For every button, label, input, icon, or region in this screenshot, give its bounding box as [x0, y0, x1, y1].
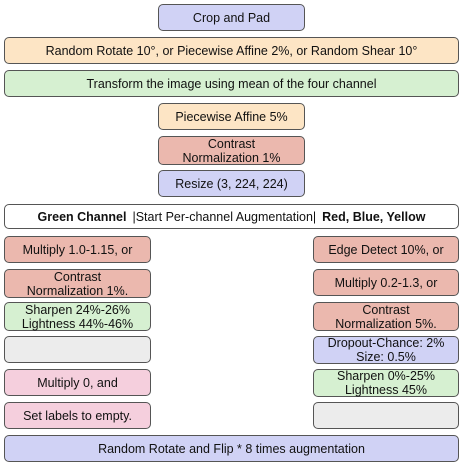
green-empty-box	[4, 336, 151, 363]
resize-box: Resize (3, 224, 224)	[158, 170, 305, 197]
rby-step-box: Dropout-Chance: 2% Size: 0.5%	[313, 336, 459, 364]
other-channels-label: Red, Blue, Yellow	[322, 209, 426, 224]
random-rotate-flip-box: Random Rotate and Flip * 8 times augment…	[4, 435, 459, 462]
start-per-channel-label: |Start Per-channel Augmentation|	[132, 209, 317, 224]
transform-mean-box: Transform the image using mean of the fo…	[4, 70, 459, 97]
rby-step-box: Edge Detect 10%, or	[313, 236, 459, 263]
crop-and-pad-box: Crop and Pad	[158, 4, 305, 31]
green-step-box: Set labels to empty.	[4, 402, 151, 429]
green-step-box: Multiply 0, and	[4, 369, 151, 396]
green-step-box: Multiply 1.0-1.15, or	[4, 236, 151, 263]
random-rotate-box: Random Rotate 10°, or Piecewise Affine 2…	[4, 37, 459, 64]
per-channel-header: Green Channel |Start Per-channel Augment…	[4, 204, 459, 229]
rby-step-box: Sharpen 0%-25% Lightness 45%	[313, 369, 459, 397]
rby-empty-box	[313, 402, 459, 429]
rby-step-box: Contrast Normalization 5%.	[313, 302, 459, 331]
green-step-box: Contrast Normalization 1%.	[4, 269, 151, 298]
green-channel-label: Green Channel	[37, 209, 127, 224]
piecewise-affine-box: Piecewise Affine 5%	[158, 103, 305, 130]
contrast-normalization-box: Contrast Normalization 1%	[158, 136, 305, 165]
rby-step-box: Multiply 0.2-1.3, or	[313, 269, 459, 296]
green-step-box: Sharpen 24%-26% Lightness 44%-46%	[4, 302, 151, 331]
